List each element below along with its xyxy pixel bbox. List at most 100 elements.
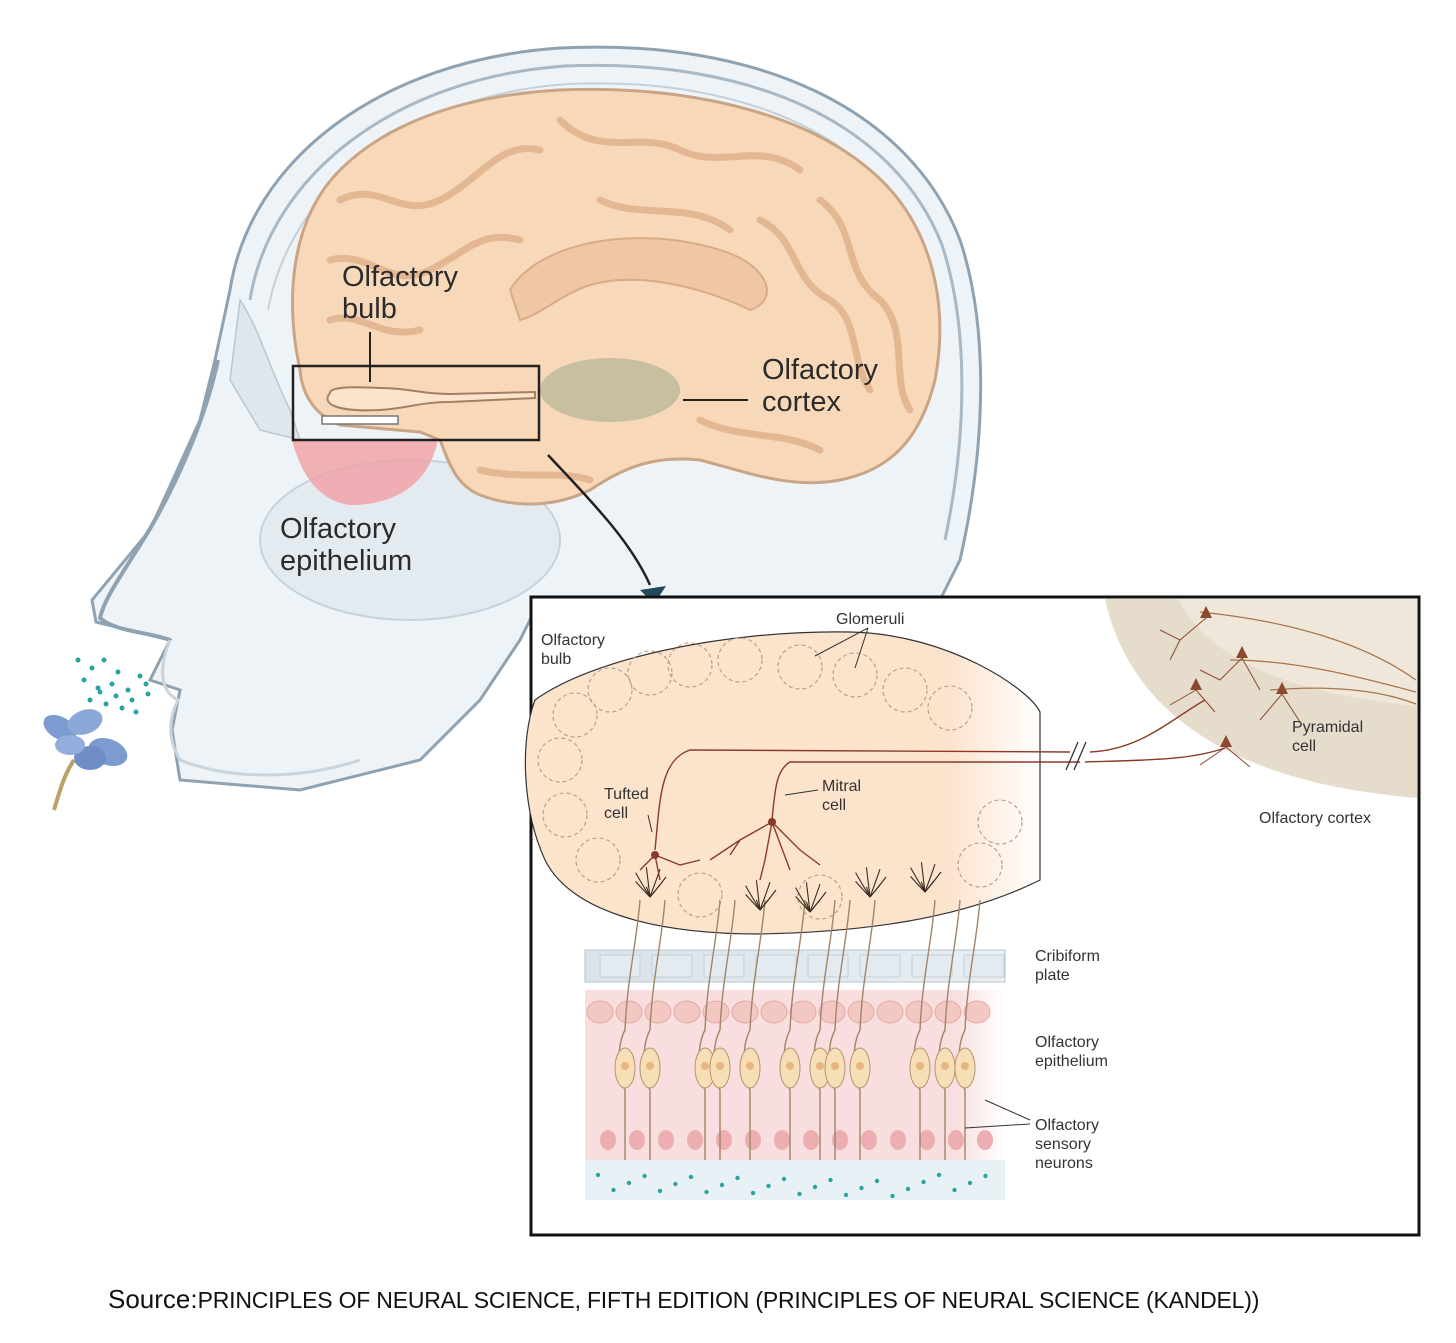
- mucus-odorant-dot: [595, 1172, 601, 1178]
- sensory-neuron: [779, 899, 806, 1160]
- epithelial-cell: [789, 1000, 817, 1024]
- glomerulus: [797, 874, 843, 920]
- mucus-odorant-dot: [735, 1175, 740, 1181]
- terminal-branch: [910, 867, 926, 893]
- inset-labels: Olfactory bulb Glomeruli Tufted cell Mit…: [541, 611, 1371, 1172]
- neuron-nucleus: [746, 1062, 754, 1070]
- cribiform-plate-blocks: [599, 954, 1005, 978]
- mucus-odorant-dot: [952, 1187, 957, 1193]
- terminal-branch: [809, 884, 821, 913]
- plate-block: [755, 954, 797, 978]
- odorant-dot: [119, 705, 125, 711]
- neuron-nucleus: [786, 1062, 794, 1070]
- odorant-dot: [89, 665, 95, 671]
- mucus-odorant-dot: [704, 1189, 709, 1195]
- mucus-odorant-dot: [611, 1187, 616, 1193]
- mucus-odorant-dot: [874, 1178, 880, 1184]
- sensory-neuron: [614, 899, 641, 1160]
- skull-inner-line: [248, 63, 964, 541]
- glomerulus: [575, 837, 621, 883]
- mucus-odorant-dot: [921, 1179, 926, 1185]
- epithelial-cell: [615, 1000, 643, 1024]
- source-prefix: Source:: [108, 1284, 198, 1314]
- odorant-dot: [133, 709, 139, 715]
- label-olfactory-epithelium-line1: Olfactory: [280, 513, 397, 545]
- source-citation: Source:PRINCIPLES OF NEURAL SCIENCE, FIF…: [108, 1284, 1438, 1315]
- epithelial-cell: [963, 1000, 991, 1024]
- mucus-layer: [585, 1160, 1005, 1200]
- inset-label-sensory-neurons-line1: Olfactory: [1035, 1117, 1099, 1134]
- epithelial-cell: [586, 1000, 614, 1024]
- terminal-branch: [795, 887, 811, 913]
- epithelial-cell: [644, 1000, 672, 1024]
- odorant-dot: [137, 673, 143, 679]
- glomerulus: [927, 685, 973, 731]
- inset-label-sensory-neurons-line3: neurons: [1035, 1155, 1093, 1172]
- neuron-nucleus: [621, 1062, 629, 1070]
- epithelial-cell: [673, 1000, 701, 1024]
- flower-icon: [43, 709, 128, 811]
- neuron-nucleus: [716, 1062, 724, 1070]
- mitral-cell-body: [768, 818, 776, 826]
- axon-to-cortex-1: [1089, 699, 1206, 753]
- basal-cell: [774, 1130, 790, 1150]
- inset-label-tufted-cell-line1: Tufted: [604, 786, 649, 803]
- inset-label-pyramidal-cell-line2: cell: [1292, 738, 1316, 755]
- epithelial-cell: [731, 1000, 759, 1024]
- terminal-branch: [649, 869, 661, 898]
- neuron-nucleus: [941, 1062, 949, 1070]
- inset-label-glomeruli: Glomeruli: [836, 611, 904, 628]
- mucus-odorant-dot: [890, 1193, 895, 1199]
- neuron-nucleus: [916, 1062, 924, 1070]
- inset-label-olfactory-epithelium-line1: Olfactory: [1035, 1034, 1099, 1051]
- glomerulus: [957, 842, 1003, 888]
- inset-label-olfactory-epithelium-line2: epithelium: [1035, 1053, 1108, 1070]
- label-olfactory-bulb-line2: bulb: [342, 293, 397, 325]
- neuron-nucleus: [701, 1062, 709, 1070]
- odorant-dot: [97, 689, 103, 695]
- plate-block: [599, 954, 641, 978]
- glomerulus: [977, 799, 1023, 845]
- mucus-odorant-dot: [843, 1192, 849, 1198]
- nose-profile: [97, 359, 220, 642]
- sensory-neuron: [739, 899, 766, 1160]
- mucus-odorant-dot: [719, 1182, 725, 1188]
- mucus-odorant-dot: [983, 1173, 988, 1179]
- basal-cell: [890, 1130, 906, 1150]
- glomerulus: [667, 642, 713, 688]
- mucus-odorant-dot: [688, 1174, 694, 1180]
- basal-cell: [600, 1130, 616, 1150]
- glomerulus: [777, 644, 823, 690]
- plate-block: [859, 954, 901, 978]
- terminal-branch: [805, 882, 811, 913]
- odorant-dot: [129, 697, 135, 703]
- label-olfactory-cortex-line2: cortex: [762, 386, 841, 418]
- neuron-nucleus: [961, 1062, 969, 1070]
- odorant-dot: [75, 657, 81, 663]
- plate-block: [651, 954, 693, 978]
- terminal-branch: [869, 869, 881, 898]
- basal-cell: [687, 1130, 703, 1150]
- glomerulus: [717, 637, 763, 683]
- pyramidal-dendrites: [1159, 617, 1301, 768]
- label-olfactory-cortex-line1: Olfactory: [762, 354, 879, 386]
- glomerulus-terminal: [910, 862, 942, 893]
- mucus-odorant-dot: [905, 1186, 911, 1192]
- neuron-nucleus: [856, 1062, 864, 1070]
- label-olfactory-epithelium-line2: epithelium: [280, 545, 412, 577]
- label-olfactory-bulb-line1: Olfactory: [342, 261, 459, 293]
- odorant-dot: [101, 657, 107, 663]
- sensory-neuron: [824, 899, 851, 1160]
- head-labels: Olfactory bulb Olfactory cortex Olfactor…: [280, 261, 879, 577]
- odorant-dot: [109, 681, 115, 687]
- pyramidal-neurons: [1190, 606, 1288, 747]
- olfactory-epithelium-region: [292, 440, 438, 505]
- glomerulus: [882, 667, 928, 713]
- glomerulus-terminal: [855, 867, 887, 898]
- terminal-branch: [920, 862, 926, 893]
- odorant-dot: [103, 701, 109, 707]
- glomerulus: [677, 872, 723, 918]
- sensory-neuron: [694, 899, 721, 1160]
- cribriform-plate-small: [321, 415, 399, 425]
